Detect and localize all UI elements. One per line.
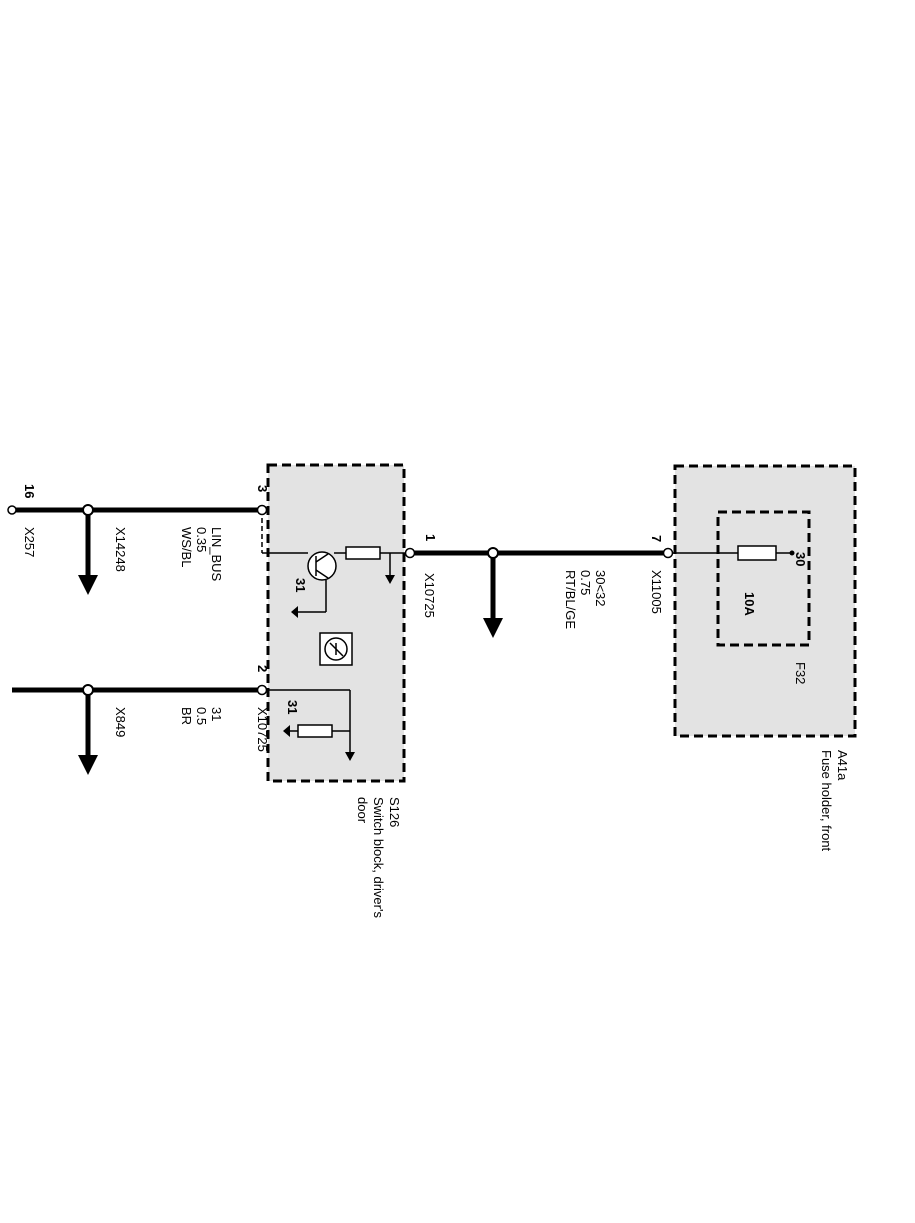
switch-pin-3-connector xyxy=(256,504,268,516)
switch-block-id-label: S126 xyxy=(387,797,402,827)
fuse-pin-label: 7 xyxy=(649,535,664,542)
fuse-rating-label: 10A xyxy=(742,592,757,616)
ground-splice-label: X849 xyxy=(113,707,128,737)
switch-block-box xyxy=(266,463,406,783)
ground-splice-dot xyxy=(82,684,94,696)
supply-splice-dot xyxy=(487,547,499,559)
ground-gauge-label: 0.5 xyxy=(194,707,209,725)
switch-pin-1-connector xyxy=(404,547,416,559)
lin-signal-label: LIN_BUS xyxy=(209,527,224,582)
switch-block-name-line1: Switch block, driver's xyxy=(371,797,386,918)
switch-symbol-circle xyxy=(324,637,348,661)
fuse-terminal-dot xyxy=(789,550,795,556)
switch-pin-1-label: 1 xyxy=(423,534,438,541)
transistor-symbol xyxy=(307,551,337,581)
ground-31-symbol-b xyxy=(283,725,290,737)
fuse-holder-name-label: Fuse holder, front xyxy=(819,750,834,852)
transistor-emitter xyxy=(315,569,329,579)
ground-color-label: BR xyxy=(179,707,194,725)
switch-pin-2-connector xyxy=(256,684,268,696)
ground-signal-label: 31 xyxy=(209,707,224,721)
fuse-id-label: F32 xyxy=(793,662,808,684)
lin-end-connector xyxy=(7,505,17,515)
supply-color-label: RT/BL/GE xyxy=(563,570,578,629)
switch-resistor-1 xyxy=(345,546,381,560)
fuse-connector-label: X11005 xyxy=(649,570,664,614)
switch-block-name-line2: door xyxy=(355,797,370,824)
switch-pin2-arrow xyxy=(345,752,355,761)
switch-pin-2-label: 2 xyxy=(255,665,270,672)
ground-31-label-b: 31 xyxy=(285,700,300,714)
transistor-collector xyxy=(315,553,329,563)
fuse-terminal-label: 30 xyxy=(793,552,808,566)
fuse-symbol xyxy=(737,545,777,561)
lin-splice-label: X14248 xyxy=(113,527,128,572)
lin-gauge-label: 0.35 xyxy=(194,527,209,552)
lin-splice-dot xyxy=(82,504,94,516)
lin-end-pin-label: 16 xyxy=(22,484,37,498)
supply-pin-7-connector xyxy=(662,547,674,559)
switch-pin-3-label: 3 xyxy=(255,485,270,492)
switch-resistor-2 xyxy=(297,724,333,738)
fuse-holder-id-label: A41a xyxy=(835,750,850,781)
switch-pin-1-connector-label: X10725 xyxy=(422,573,437,618)
lin-end-connector-label: X257 xyxy=(22,527,37,557)
switch-pin-2-connector-label: X10725 xyxy=(255,707,270,752)
ground-31-symbol-a xyxy=(291,606,298,618)
supply-gauge-label: 0.75 xyxy=(578,570,593,595)
ground-31-label-a: 31 xyxy=(293,578,308,592)
fuse-box xyxy=(716,510,811,647)
switch-internal-arrow xyxy=(385,575,395,584)
supply-signal-label: 30<32 xyxy=(593,570,608,607)
lin-color-label: WS/BL xyxy=(179,527,194,567)
